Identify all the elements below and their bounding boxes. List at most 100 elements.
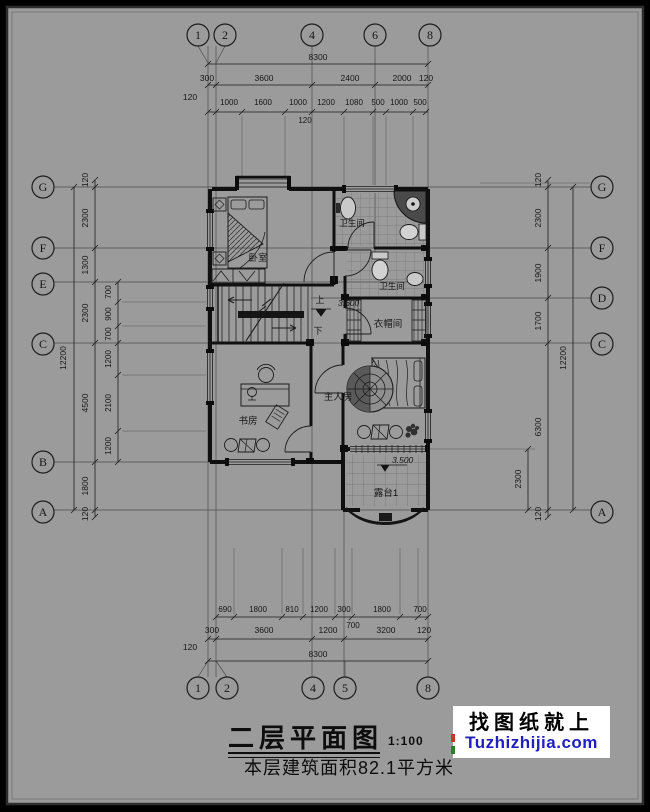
- door-bedroom: [303, 251, 335, 283]
- dim-text: 120: [533, 507, 543, 521]
- watermark-slogan: 找图纸就上: [469, 711, 594, 734]
- master-furniture: [346, 356, 426, 440]
- dim-text: 120: [80, 173, 90, 187]
- dim-text: 700: [104, 285, 113, 299]
- dim-text: 1200: [317, 98, 335, 107]
- axis-label: C: [598, 337, 606, 351]
- dim-text: 6300: [533, 417, 543, 436]
- wardrobe-strip: [411, 299, 427, 342]
- cloakroom-wardrobes: [346, 299, 427, 342]
- watermark-site-link[interactable]: Tuzhizhijia.com: [465, 732, 598, 752]
- label-bedroom: 卧室: [248, 252, 267, 264]
- axis-label: 4: [310, 681, 316, 695]
- extension-lines: [122, 116, 590, 614]
- dim-text: 500: [413, 98, 427, 107]
- nightstand: [212, 197, 227, 212]
- decor-circle: [389, 425, 403, 439]
- dim-text: 4500: [80, 393, 90, 412]
- axis-label: F: [599, 241, 606, 255]
- dim-text: 700: [104, 327, 113, 341]
- axis-label: C: [39, 337, 47, 351]
- axis-label: 2: [224, 681, 230, 695]
- window: [424, 257, 432, 288]
- dim-text: 1000: [390, 98, 408, 107]
- dim-text: 1900: [533, 263, 543, 282]
- dim-text: 120: [533, 173, 543, 187]
- door-bath1: [347, 221, 375, 249]
- dim-text: 1800: [80, 476, 90, 495]
- dim-text: 2000: [393, 73, 412, 83]
- dimensions-bottom: 690 1800 810 1200 300 1800 700 700 300 3…: [183, 605, 431, 665]
- dim-text: 3200: [377, 625, 396, 635]
- axis-label: B: [39, 455, 47, 469]
- stairs: [221, 282, 309, 342]
- toilet-bowl: [371, 259, 389, 281]
- title-underline-thin: [228, 757, 380, 758]
- label-master: 主人房: [324, 391, 353, 403]
- toilet-tank: [418, 223, 427, 241]
- sink: [406, 272, 424, 286]
- dim-text: 1000: [220, 98, 238, 107]
- decor-circle: [357, 425, 371, 439]
- axis-label: 6: [372, 28, 378, 42]
- sliding-door-band: [350, 445, 425, 453]
- bay-window: [235, 176, 291, 190]
- study-furniture: [224, 363, 290, 453]
- level-marker-stairs: [311, 308, 331, 317]
- label-terrace: 露台1: [374, 487, 398, 499]
- dim-text: 1200: [104, 437, 113, 455]
- window: [225, 458, 295, 466]
- dim-text: 1800: [373, 605, 391, 614]
- dim-right-overall: 12200: [558, 346, 568, 370]
- dim-text: 3600: [255, 73, 274, 83]
- window: [342, 185, 398, 193]
- chair: [258, 367, 274, 383]
- axis-label: D: [598, 291, 607, 305]
- axis-label: F: [40, 241, 47, 255]
- axis-label: A: [598, 505, 607, 519]
- dim-right-inner: 2300: [513, 469, 523, 488]
- axis-label: 2: [222, 28, 228, 42]
- wardrobe: [211, 268, 266, 284]
- pillow: [413, 385, 423, 407]
- toilet-tank: [371, 251, 389, 260]
- axis-bubble-labels: 1 2 4 6 8 1 2 4 5 8 G F E C B A G F D C …: [39, 28, 607, 695]
- watermark[interactable]: 找图纸就上 Tuzhizhijia.com: [451, 706, 610, 758]
- dim-bottom-overall: 8300: [309, 649, 328, 659]
- window: [424, 409, 432, 443]
- dim-text: 1700: [533, 311, 543, 330]
- drawing-scale: 1:100: [388, 734, 424, 748]
- door-master: [314, 364, 344, 394]
- watermark-green-mark: [451, 746, 455, 754]
- dim-text: 1200: [319, 625, 338, 635]
- axis-label: A: [39, 505, 48, 519]
- axis-label: 8: [425, 681, 431, 695]
- dim-text: 500: [371, 98, 385, 107]
- dim-text: 1000: [289, 98, 307, 107]
- bath1-fixtures: [336, 190, 427, 241]
- door-study: [284, 425, 312, 453]
- dim-text: 1200: [310, 605, 328, 614]
- window: [206, 349, 214, 405]
- door-bath2: [344, 249, 372, 277]
- decor-circle: [224, 438, 238, 452]
- pillow: [230, 199, 247, 210]
- decor-circle: [256, 438, 270, 452]
- pillow: [248, 199, 265, 210]
- dim-text: 1600: [254, 98, 272, 107]
- label-bath2: 卫生间: [379, 281, 405, 291]
- axis-label: E: [39, 277, 46, 291]
- dim-text: 120: [298, 116, 312, 125]
- dim-text: 300: [337, 605, 351, 614]
- label-stairs-level: 3.600: [338, 298, 360, 308]
- axis-label: 1: [195, 28, 201, 42]
- shower-drain-center: [411, 202, 415, 206]
- axis-label: G: [39, 180, 48, 194]
- axis-label: 8: [427, 28, 433, 42]
- dim-text: 700: [346, 621, 360, 630]
- dim-text: 300: [200, 73, 214, 83]
- window: [206, 209, 214, 251]
- dim-text: 1300: [80, 255, 90, 274]
